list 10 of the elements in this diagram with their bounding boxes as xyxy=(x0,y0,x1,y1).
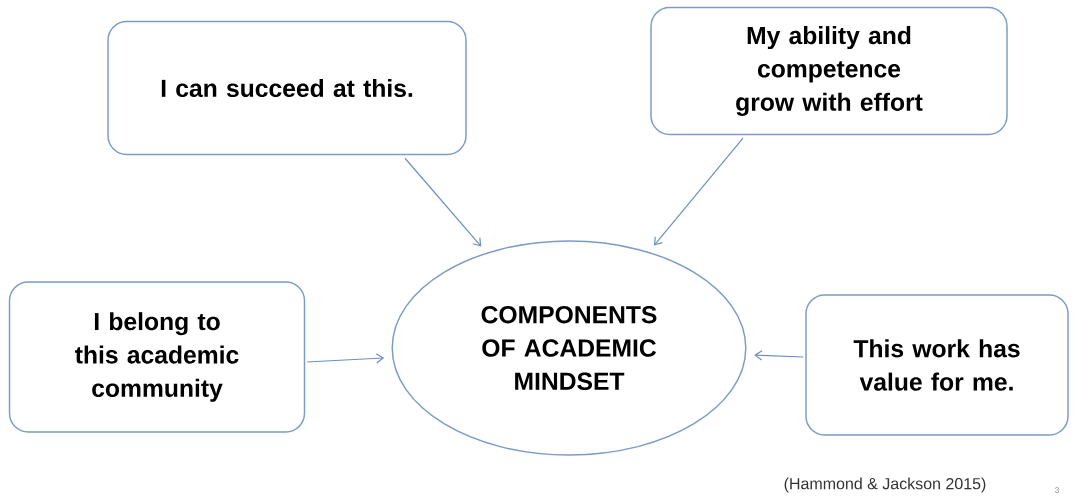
arrow xyxy=(653,137,744,246)
page-number: 3 xyxy=(1055,487,1059,493)
arrow xyxy=(754,350,804,361)
statement-box: My ability and competence grow with effort xyxy=(650,6,1008,136)
arrow xyxy=(306,353,385,364)
statement-box: I belong to this academic community xyxy=(8,281,306,433)
statement-box: I can succeed at this. xyxy=(107,20,467,156)
statement-box: This work has value for me. xyxy=(805,294,1069,436)
citation: (Hammond & Jackson 2015) xyxy=(784,477,986,493)
arrow xyxy=(404,157,482,247)
